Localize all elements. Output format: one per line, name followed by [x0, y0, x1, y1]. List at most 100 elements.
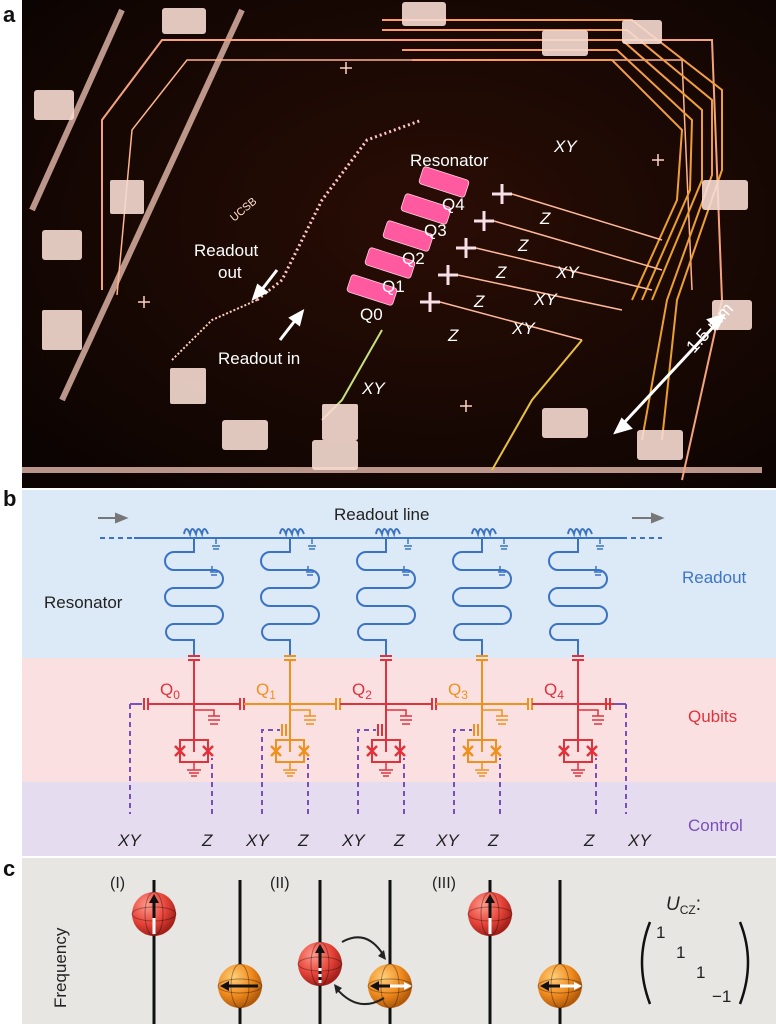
- resonator-meander: [260, 538, 320, 656]
- coupling-inductor: [375, 528, 401, 538]
- josephson-junction: [394, 745, 406, 757]
- bottom-label-z: Z: [201, 831, 213, 850]
- ground-symbol: [571, 762, 585, 777]
- label-z-4: Z: [473, 292, 485, 311]
- resonator-meander: [452, 538, 512, 656]
- josephson-junction: [558, 745, 570, 757]
- qubit-cell: Q2: [340, 528, 437, 814]
- qubit-spheres: [131, 891, 583, 1009]
- bottom-label-xy: XY: [435, 831, 460, 850]
- ground-symbol: [283, 762, 297, 777]
- qubit-sphere: [467, 891, 513, 937]
- resonator-meander: [356, 538, 416, 656]
- coupling-inductor: [471, 528, 497, 538]
- shunt-capacitor: [578, 709, 604, 725]
- ground-symbol: [594, 566, 602, 576]
- frequency-axis-label: Frequency: [51, 927, 70, 1008]
- step-label-3: (III): [432, 875, 456, 892]
- josephson-junction: [490, 745, 502, 757]
- ground-symbol: [379, 762, 393, 777]
- josephson-junction: [270, 745, 282, 757]
- xy-control-line: [261, 729, 280, 814]
- shunt-capacitor: [482, 709, 508, 725]
- chip-photo-panel: 1.5 mm UCSB Resonator XY Q4 Q3 Q2 Q1 Q0 …: [12, 0, 776, 488]
- bottom-label-z: Z: [487, 831, 499, 850]
- ground-symbol: [210, 537, 220, 550]
- ground-symbol: [475, 762, 489, 777]
- josephson-junction: [202, 745, 214, 757]
- matrix-entry-1: 1: [656, 923, 665, 942]
- label-xy-2: XY: [533, 290, 558, 309]
- panel-c-letter: c: [3, 856, 16, 881]
- resonator-label: Resonator: [44, 593, 123, 612]
- label-z-1: Z: [539, 209, 551, 228]
- resonator-meander: [548, 538, 608, 656]
- shunt-capacitor: [194, 709, 220, 725]
- label-xy-bottom: XY: [361, 379, 386, 398]
- xy-capacitor: [377, 724, 383, 736]
- matrix-entry-2: 1: [676, 943, 685, 962]
- qubit-sphere: [131, 891, 177, 937]
- xy-capacitor: [281, 724, 287, 736]
- circuit-schematic-panel: Readout line Resonator Readout Qubits Co…: [22, 490, 776, 856]
- qubit-sphere: [297, 941, 343, 987]
- label-q0: Q0: [360, 305, 383, 324]
- coupling-inductor: [279, 528, 305, 538]
- qubits-region: [22, 658, 776, 782]
- readout-line-label: Readout line: [334, 505, 429, 524]
- ground-symbol: [187, 762, 201, 777]
- qubit-sphere: [217, 963, 263, 1009]
- u-cz-label: UCZ:: [666, 894, 701, 917]
- matrix-entry-4: −1: [712, 987, 731, 1006]
- josephson-junction: [298, 745, 310, 757]
- xy-control-line: [453, 729, 472, 814]
- bottom-label-xy: XY: [117, 831, 142, 850]
- resonator-meander: [164, 538, 224, 656]
- label-q3: Q3: [424, 221, 447, 240]
- qubit-sphere: [367, 963, 413, 1009]
- bottom-label-xy: XY: [627, 831, 652, 850]
- label-readout-out-line1: Readout: [194, 241, 259, 260]
- label-xy-top: XY: [553, 137, 578, 156]
- label-readout-out-line2: out: [218, 263, 242, 282]
- shunt-capacitor: [386, 709, 412, 725]
- xy-capacitor: [473, 724, 479, 736]
- control-region: [22, 782, 776, 856]
- panel-b-letter: b: [3, 486, 17, 511]
- bottom-label-z: Z: [297, 831, 309, 850]
- qubits-region-label: Qubits: [688, 707, 737, 726]
- josephson-junction: [586, 745, 598, 757]
- label-q1: Q1: [382, 277, 405, 296]
- coupling-inductor: [183, 528, 209, 538]
- qubit-cell: Q4: [532, 528, 624, 814]
- control-region-label: Control: [688, 816, 743, 835]
- bottom-label-xy: XY: [245, 831, 270, 850]
- ground-symbol: [498, 537, 508, 550]
- matrix-right-bracket: [738, 921, 750, 1005]
- readout-region-label: Readout: [682, 568, 747, 587]
- josephson-junction: [462, 745, 474, 757]
- josephson-junction: [174, 745, 186, 757]
- label-xy-1: XY: [555, 263, 580, 282]
- edge-xy-lines: [129, 698, 627, 814]
- bottom-label-z: Z: [393, 831, 405, 850]
- label-z-5: Z: [447, 326, 459, 345]
- label-q4: Q4: [442, 195, 465, 214]
- label-q2: Q2: [402, 249, 425, 268]
- label-z-2: Z: [517, 236, 529, 255]
- qubit-sphere: [537, 963, 583, 1009]
- label-resonator: Resonator: [410, 151, 489, 170]
- josephson-junction: [366, 745, 378, 757]
- ground-symbol: [210, 566, 218, 576]
- step-label-2: (II): [270, 875, 290, 892]
- ground-symbol: [402, 537, 412, 550]
- cz-gate-panel: Frequency (I) (II) (III) UCZ: 1 1 1 −1: [22, 858, 776, 1024]
- coupling-inductor: [567, 528, 593, 538]
- step-label-1: (I): [110, 875, 125, 892]
- ground-symbol: [498, 566, 506, 576]
- bottom-label-z: Z: [583, 831, 595, 850]
- label-readout-in: Readout in: [218, 349, 300, 368]
- label-xy-3: XY: [511, 319, 536, 338]
- shunt-capacitor: [290, 709, 316, 725]
- qubit-cell: Q3: [436, 528, 533, 814]
